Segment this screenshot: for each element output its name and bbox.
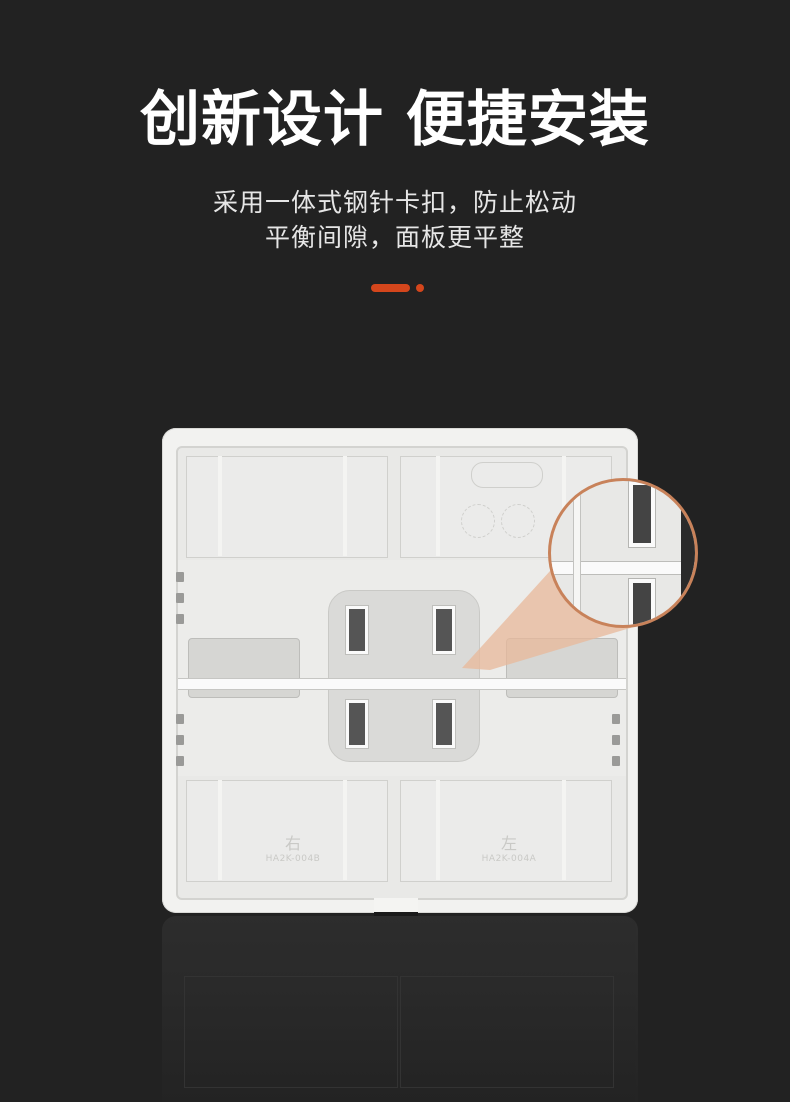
steel-pin-clip-top-left: [346, 606, 368, 654]
side-hole: [176, 714, 184, 724]
rib: [436, 456, 440, 556]
side-hole: [176, 735, 184, 745]
steel-pin-rail: [178, 678, 626, 690]
zoom-rail: [551, 561, 695, 575]
zoom-clip-top: [629, 481, 655, 547]
left-module-engraving: 右 HA2K-004B: [248, 830, 338, 864]
zoom-edge-dark: [681, 481, 695, 625]
bottom-notch: [374, 898, 418, 916]
magnified-clip-callout: [548, 478, 698, 628]
right-module-engraving: 左 HA2K-004A: [464, 830, 554, 864]
reflection-cell: [184, 976, 398, 1088]
rib: [562, 780, 566, 880]
zoom-clip-bottom: [629, 579, 655, 625]
rib: [218, 780, 222, 880]
panel-inner-frame: 右 HA2K-004B 左 HA2K-004A: [176, 446, 628, 900]
side-hole: [612, 735, 620, 745]
accent-bar: [371, 284, 410, 292]
left-module-label: 右: [284, 834, 301, 853]
side-hole: [176, 614, 184, 624]
left-module-code: HA2K-004B: [265, 854, 321, 864]
bottom-right-cell: [400, 780, 612, 882]
subtitle-line-2: 平衡间隙，面板更平整: [264, 223, 525, 252]
side-hole: [176, 572, 184, 582]
side-hole: [612, 714, 620, 724]
rib: [343, 456, 347, 556]
top-pill-mark: [471, 462, 543, 488]
panel-reflection: [162, 916, 638, 1102]
dial-mark-2: [501, 504, 535, 538]
right-module-code: HA2K-004A: [481, 854, 537, 864]
side-hole: [612, 756, 620, 766]
dial-mark-1: [461, 504, 495, 538]
subtitle-line-1: 采用一体式钢针卡扣，防止松动: [212, 188, 577, 217]
reflection-cell: [400, 976, 614, 1088]
rib: [436, 780, 440, 880]
steel-pin-clip-bottom-right: [433, 700, 455, 748]
zoom-rib: [573, 481, 581, 625]
accent-dot: [416, 284, 424, 292]
right-module-label: 左: [500, 834, 517, 853]
side-hole: [176, 756, 184, 766]
rib: [218, 456, 222, 556]
product-image-switch-panel-back: 右 HA2K-004B 左 HA2K-004A: [162, 428, 638, 916]
side-hole: [176, 593, 184, 603]
steel-pin-clip-bottom-left: [346, 700, 368, 748]
rib: [343, 780, 347, 880]
page-title: 创新设计 便捷安装: [140, 85, 650, 155]
steel-pin-clip-top-right: [433, 606, 455, 654]
